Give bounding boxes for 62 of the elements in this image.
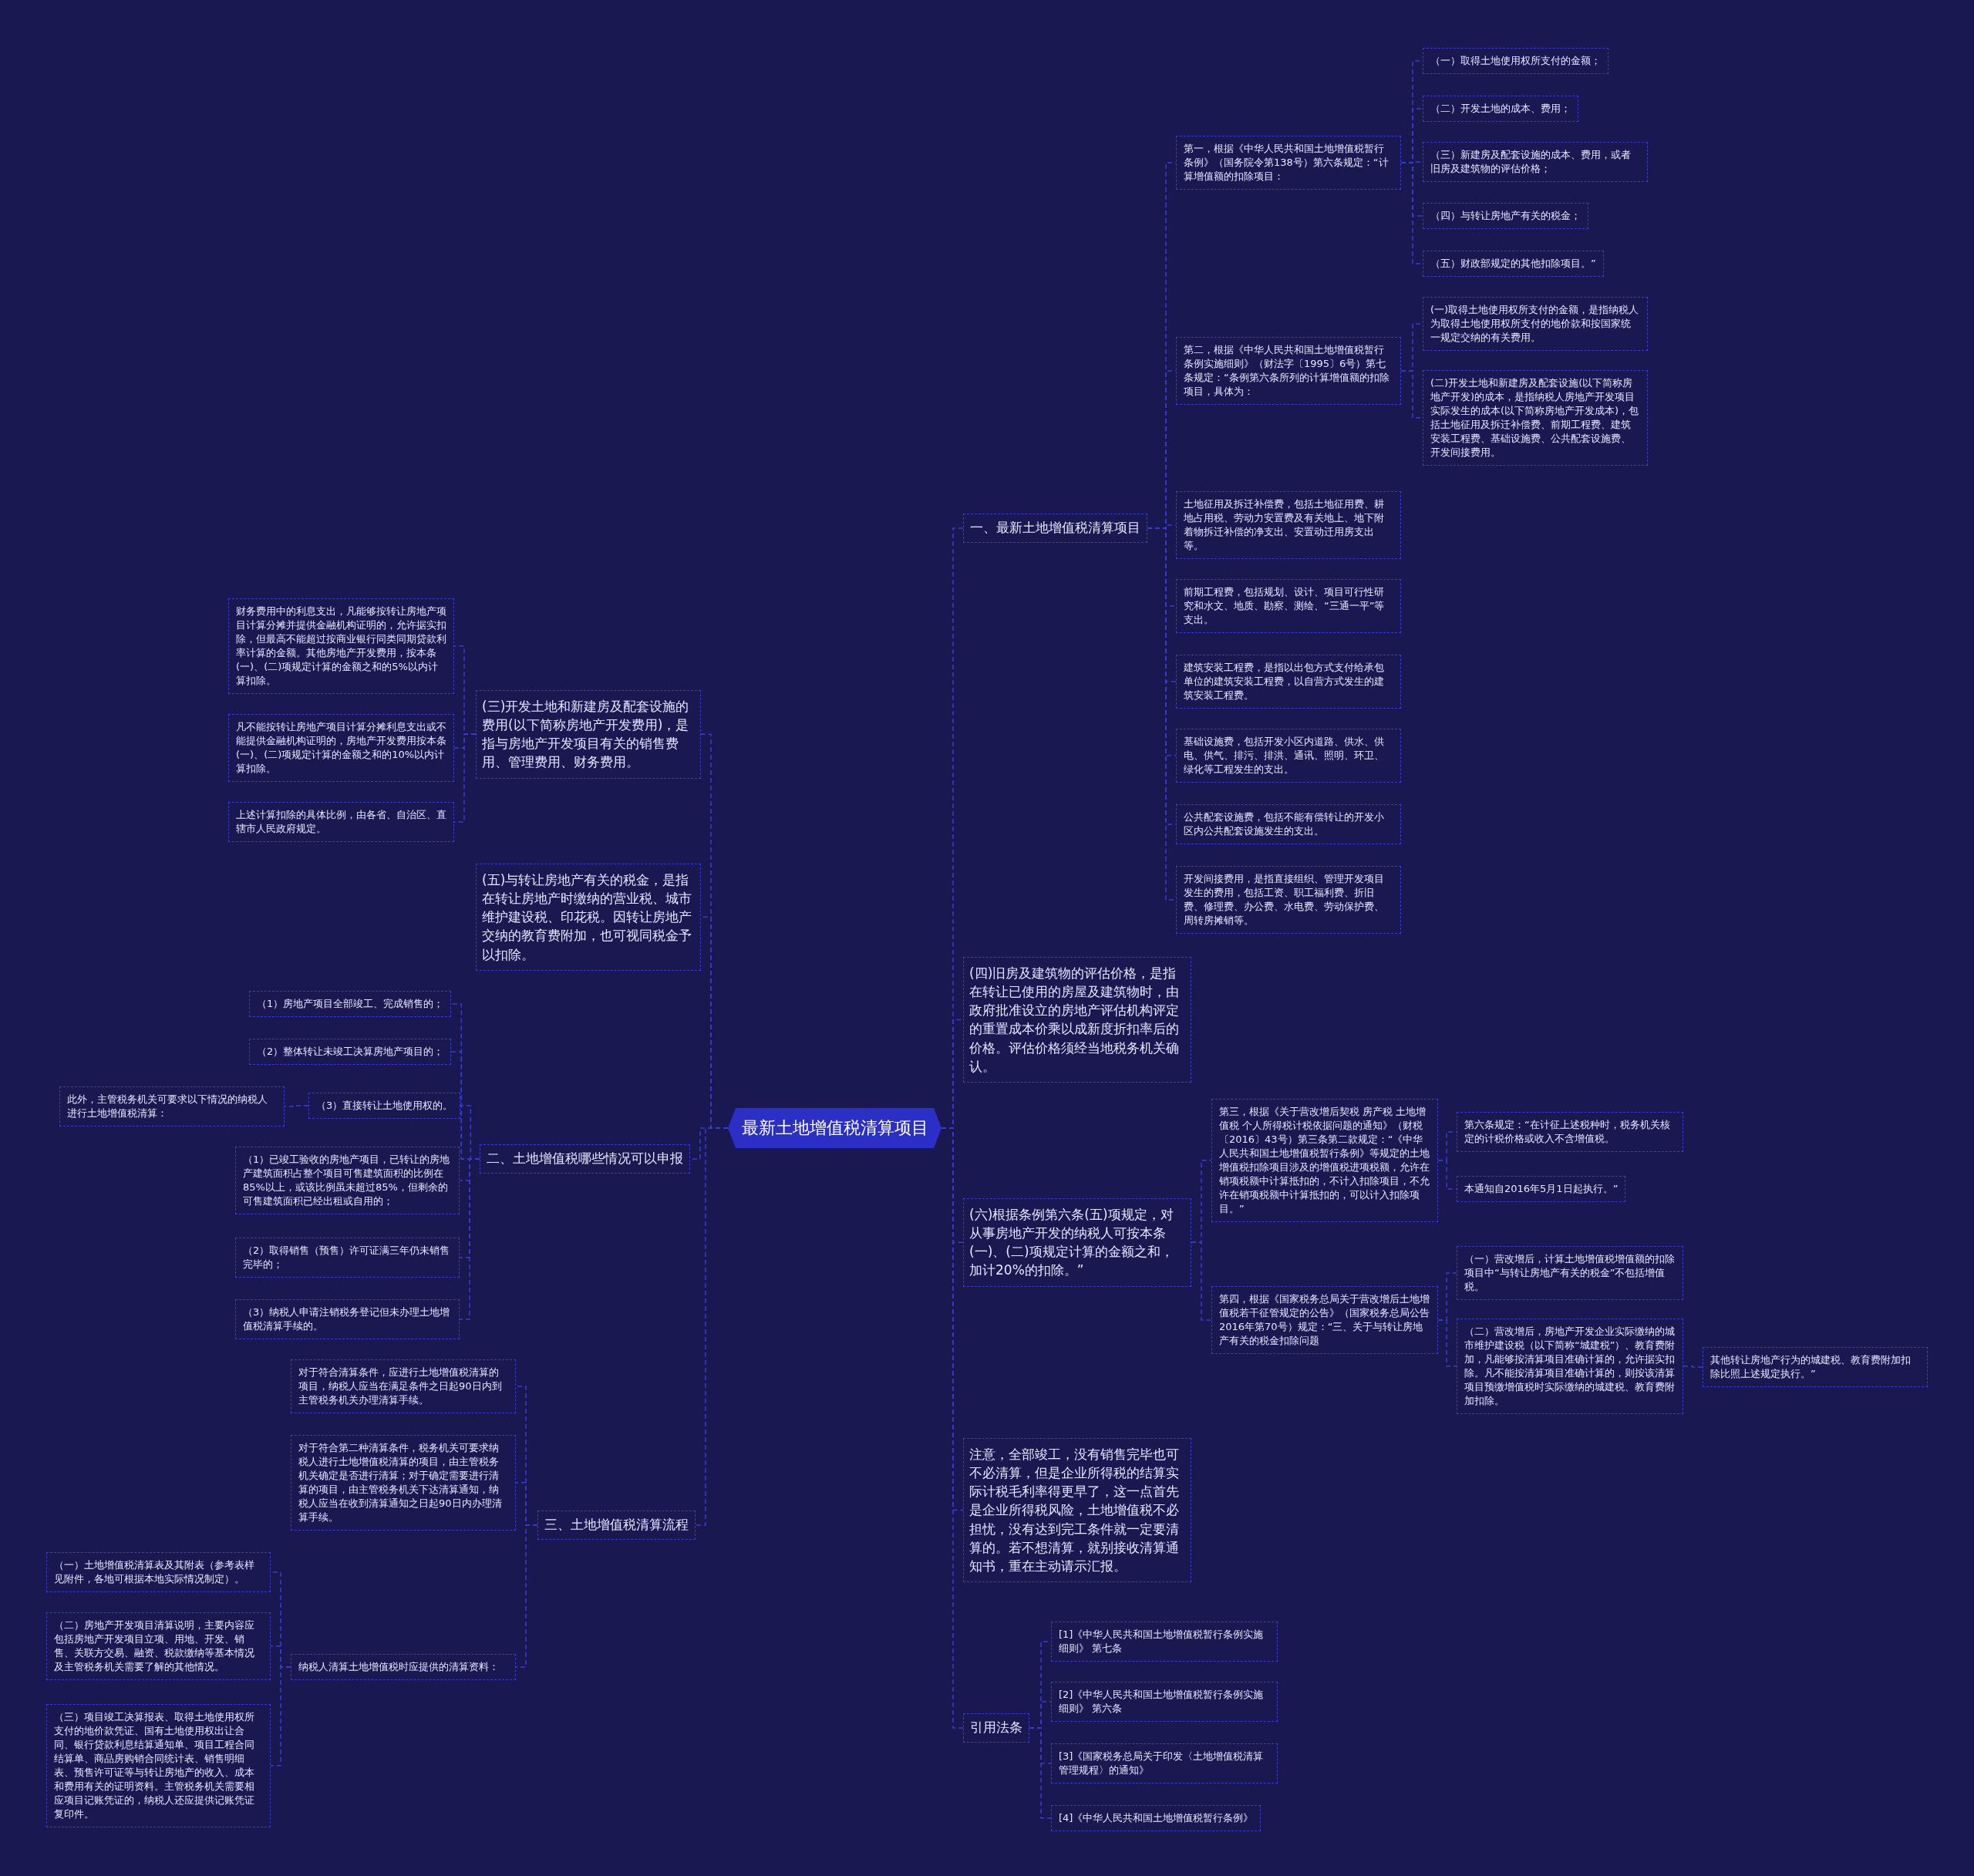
connector-line: [284, 1105, 309, 1107]
topic-box: (五)与转让房地产有关的税金，是指在转让房地产时缴纳的营业税、城市维护建设税、印花税。因转让房地产交纳的教育费附加，也可视同税金予以扣除。: [476, 864, 701, 971]
text-box: 第一，根据《中华人民共和国土地增值税暂行条例》（国务院令第138号）第六条规定：“计算增值额的扣除项目：: [1176, 136, 1401, 190]
text-box: （3）直接转让土地使用权的。: [308, 1093, 461, 1119]
connector-line: [1029, 1727, 1052, 1819]
text-box: （三）项目竣工决算报表、取得土地使用权所支付的地价款凭证、国有土地使用权出让合同、银行贷款利息结算通知单、项目工程合同结算单、商品房购销合同统计表、销售明细表、预售许可证等与转让房地产的收入、成本和费用有关的证明资料。主管税务机关需要相应项目记账凭证的，纳税人还应提供记账凭证复印件。: [46, 1704, 271, 1827]
text-box: （四）与转让房地产有关的税金；: [1423, 203, 1588, 229]
text-box: 土地征用及拆迁补偿费，包括土地征用费、耕地占用税、劳动力安置费及有关地上、地下附着物拆迁补偿的净支出、安置动迁用房支出等。: [1176, 491, 1401, 559]
text-box: [3]《国家税务总局关于印发〈土地增值税清算管理规程〉的通知》: [1051, 1743, 1278, 1783]
connector-line: [453, 733, 477, 823]
topic-box: 注意，全部竣工，没有销售完毕也可不必清算，但是企业所得税的结算实际计税毛利率得更早了，这一点首先是企业所得税风险，土地增值税不必担忧，没有达到完工条件就一定要清算的。若不想清算，就别接收清算通知书，重在主动请示汇报。: [963, 1438, 1191, 1582]
text-box: （1）房地产项目全部竣工、完成销售的；: [249, 991, 452, 1017]
root-topic: 最新土地增值税清算项目: [728, 1108, 942, 1148]
text-box: 上述计算扣除的具体比例，由各省、自治区、直辖市人民政府规定。: [228, 802, 454, 842]
text-box: [1]《中华人民共和国土地增值税暂行条例实施细则》 第七条: [1051, 1622, 1278, 1662]
text-box: （1）已竣工验收的房地产项目，已转让的房地产建筑面积占整个项目可售建筑面积的比例在85%以上，或该比例虽未超过85%，但剩余的可售建筑面积已经出租或自用的；: [235, 1147, 460, 1214]
branch-topic: 二、土地增值税哪些情况可以申报: [480, 1144, 690, 1174]
topic-box: (四)旧房及建筑物的评估价格，是指在转让已使用的房屋及建筑物时，由政府批准设立的房地产评估机构评定的重置成本价乘以成新度折扣率后的价格。评估价格须经当地税务机关确认。: [963, 957, 1191, 1083]
text-box: （一）营改增后，计算土地增值税增值额的扣除项目中“与转让房地产有关的税金”不包括增值税。: [1457, 1246, 1683, 1300]
text-box: 第二，根据《中华人民共和国土地增值税暂行条例实施细则》（财法字〔1995〕6号）第七条规定：“条例第六条所列的计算增值额的扣除项目，具体为：: [1176, 337, 1401, 405]
text-box: 前期工程费，包括规划、设计、项目可行性研究和水文、地质、勘察、测绘、“三通一平”等支出。: [1176, 579, 1401, 633]
connector-line: [270, 1666, 291, 1767]
text-box: 对于符合第二种清算条件，税务机关可要求纳税人进行土地增值税清算的项目，由主管税务机关确定是否进行清算；对于确定需要进行清算的项目，由主管税务机关下达清算通知，纳税人应当在收到清算通知之日起90日内办理清算手续。: [291, 1435, 516, 1531]
connector-line: [515, 1524, 538, 1668]
text-box: （二）开发土地的成本、费用；: [1423, 96, 1578, 122]
topic-box: (六)根据条例第六条(五)项规定，对从事房地产开发的纳税人可按本条(一)、(二)项规定计算的金额之和，加计20%的扣除。”: [963, 1198, 1191, 1287]
text-box: （2）整体转让未竣工决算房地产项目的；: [249, 1039, 452, 1065]
text-box: (一)取得土地使用权所支付的金额，是指纳税人为取得土地使用权所支付的地价款和按国家统一规定交纳的有关费用。: [1423, 297, 1648, 351]
connector-line: [1191, 1241, 1212, 1321]
text-box: （2）取得销售（预售）许可证满三年仍未销售完毕的；: [235, 1238, 460, 1278]
text-box: 第三，根据《关于营改增后契税 房产税 土地增值税 个人所得税计税依据问题的通知》（财税〔2016〕43号）第三条第二款规定：“《中华人民共和国土地增值税暂行条例》等规定的土地增值税扣除项目涉及的增值税进项税额，允许在销项税额中计算抵扣的，不计入扣除项目，不允许在销项税额中计算抵扣的，可以计入扣除项目。”: [1211, 1099, 1438, 1222]
text-box: 建筑安装工程费，是指以出包方式支付给承包单位的建筑安装工程费，以自营方式发生的建筑安装工程费。: [1176, 655, 1401, 709]
text-box: 公共配套设施费，包括不能有偿转让的开发小区内公共配套设施发生的支出。: [1176, 804, 1401, 844]
text-box: 对于符合清算条件，应进行土地增值税清算的项目，纳税人应当在满足条件之日起90日内到主管税务机关办理清算手续。: [291, 1359, 516, 1413]
text-box: [4]《中华人民共和国土地增值税暂行条例》: [1051, 1805, 1262, 1831]
text-box: 开发间接费用，是指直接组织、管理开发项目发生的费用，包括工资、职工福利费、折旧费、修理费、办公费、水电费、劳动保护费、周转房摊销等。: [1176, 866, 1401, 934]
text-box: （五）财政部规定的其他扣除项目。”: [1423, 251, 1604, 277]
branch-topic: 一、最新土地增值税清算项目: [963, 514, 1147, 543]
connector-line: [459, 1158, 480, 1320]
text-box: （二）房地产开发项目清算说明，主要内容应包括房地产开发项目立项、用地、开发、销售、关联方交易、融资、税款缴纳等基本情况及主管税务机关需要了解的其他情况。: [46, 1612, 271, 1680]
text-box: （3）纳税人申请注销税务登记但未办理土地增值税清算手续的。: [235, 1299, 460, 1339]
branch-topic: 引用法条: [963, 1713, 1029, 1743]
text-box: 凡不能按转让房地产项目计算分摊利息支出或不能提供金融机构证明的，房地产开发费用按本条(一)、(二)项规定计算的金额之和的10%以内计算扣除。: [228, 714, 454, 782]
text-box: （二）营改增后，房地产开发企业实际缴纳的城市维护建设税（以下简称“城建税”）、教育费附加，凡能够按清算项目准确计算的，允许据实扣除。凡不能按清算项目准确计算的，则按该清算项目预缴增值税时实际缴纳的城建税、教育费附加扣除。: [1457, 1319, 1683, 1414]
text-box: （一）土地增值税清算表及其附表（参考表样见附件，各地可根据本地实际情况制定）。: [46, 1552, 271, 1592]
connector-line: [1437, 1319, 1457, 1367]
connector-line: [1683, 1366, 1703, 1368]
text-box: (二)开发土地和新建房及配套设施(以下简称房地产开发)的成本，是指纳税人房地产开发项目实际发生的成本(以下简称房地产开发成本)，包括土地征用及拆迁补偿费、前期工程费、建筑安装工程费、基础设施费、公共配套设施费、开发间接费用。: [1423, 370, 1648, 466]
connector-line: [1437, 1160, 1457, 1190]
text-box: 纳税人清算土地增值税时应提供的清算资料：: [291, 1654, 516, 1680]
branch-topic: 三、土地增值税清算流程: [537, 1511, 696, 1540]
text-box: 基础设施费，包括开发小区内道路、供水、供电、供气、排污、排洪、通讯、照明、环卫、绿化等工程发生的支出。: [1176, 729, 1401, 783]
text-box: [2]《中华人民共和国土地增值税暂行条例实施细则》 第六条: [1051, 1682, 1278, 1722]
text-box: 第六条规定：“在计征上述税种时，税务机关核定的计税价格或收入不含增值税。: [1457, 1112, 1683, 1152]
text-box: 本通知自2016年5月1日起执行。”: [1457, 1176, 1626, 1202]
text-box: 其他转让房地产行为的城建税、教育费附加扣除比照上述规定执行。”: [1703, 1347, 1928, 1387]
text-box: 第四，根据《国家税务总局关于营改增后土地增值税若干征管规定的公告》（国家税务总局公告2016年第70号）规定：“三、关于与转让房地产有关的税金扣除问题: [1211, 1286, 1438, 1354]
text-box: （一）取得土地使用权所支付的金额；: [1423, 48, 1609, 74]
text-box: 财务费用中的利息支出，凡能够按转让房地产项目计算分摊并提供金融机构证明的，允许据实扣除，但最高不能超过按商业银行同类同期贷款利率计算的金额。其他房地产开发费用，按本条(一)、(二)项规定计算的金额之和的5%以内计算扣除。: [228, 598, 454, 694]
text-box: （三）新建房及配套设施的成本、费用，或者旧房及建筑物的评估价格；: [1423, 142, 1648, 182]
text-box: 此外，主管税务机关可要求以下情况的纳税人进行土地增值税清算：: [59, 1086, 285, 1127]
topic-box: (三)开发土地和新建房及配套设施的费用(以下简称房地产开发费用)，是指与房地产开发项目有关的销售费用、管理费用、财务费用。: [476, 690, 701, 779]
